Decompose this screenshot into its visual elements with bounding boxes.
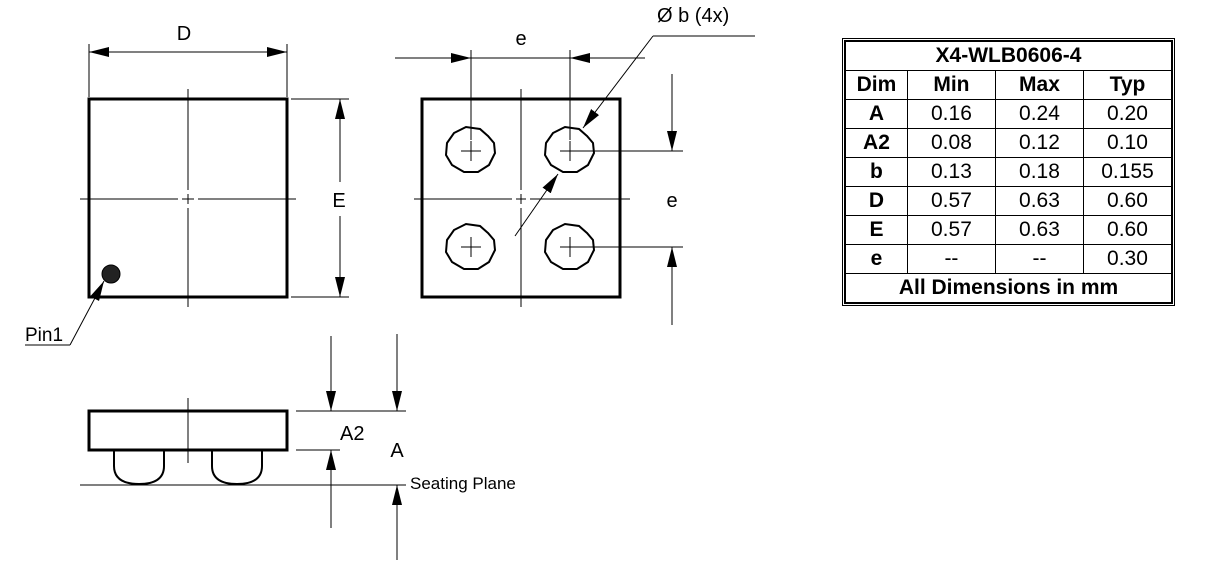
max-cell: 0.24: [994, 99, 1084, 129]
side-solder-ball: [211, 451, 263, 486]
side-view: Seating Plane A2 A: [80, 334, 516, 560]
pitch-label-right: e: [666, 190, 677, 212]
table-row: E 0.57 0.63 0.60: [845, 215, 1173, 245]
max-cell: 0.63: [994, 215, 1084, 245]
dimension-table: X4-WLB0606-4 Dim Min Max Typ A 0.16 0.24…: [842, 38, 1175, 306]
typ-cell: 0.20: [1082, 99, 1173, 129]
dim-cell: b: [845, 157, 908, 187]
seating-plane-label: Seating Plane: [410, 474, 516, 493]
a-label: A: [390, 440, 404, 462]
ball-diameter-label: Ø b (4x): [657, 5, 729, 27]
max-cell: --: [994, 244, 1084, 274]
min-cell: 0.57: [906, 215, 996, 245]
table-footer-row: All Dimensions in mm: [845, 273, 1172, 303]
typ-cell: 0.10: [1082, 128, 1173, 158]
typ-cell: 0.155: [1082, 157, 1173, 187]
max-cell: 0.63: [994, 186, 1084, 216]
table-footer: All Dimensions in mm: [845, 273, 1172, 303]
side-solder-ball: [113, 451, 165, 486]
solder-ball: [543, 222, 596, 270]
solder-ball: [444, 125, 497, 173]
dim-cell: A: [845, 99, 908, 129]
max-cell: 0.12: [994, 128, 1084, 158]
typ-cell: 0.60: [1082, 186, 1173, 216]
dim-cell: D: [845, 186, 908, 216]
min-cell: 0.16: [906, 99, 996, 129]
min-cell: --: [906, 244, 996, 274]
dim-cell: A2: [845, 128, 908, 158]
bottom-view: e e Ø b (4x): [395, 5, 755, 325]
solder-ball: [444, 222, 497, 270]
dim-cell: E: [845, 215, 908, 245]
table-row: b 0.13 0.18 0.155: [845, 157, 1173, 187]
top-view: D E Pin1: [25, 23, 349, 346]
solder-ball: [543, 125, 596, 173]
a2-label: A2: [340, 423, 364, 445]
dim-cell: e: [845, 244, 908, 274]
column-header: Dim: [845, 70, 908, 100]
pin1-label: Pin1: [25, 325, 63, 346]
ball-diameter-leader: [582, 35, 654, 129]
table-title: X4-WLB0606-4: [845, 41, 1172, 71]
min-cell: 0.57: [906, 186, 996, 216]
table-row: e -- -- 0.30: [845, 244, 1173, 274]
column-header: Typ: [1082, 70, 1173, 100]
table-row: A2 0.08 0.12 0.10: [845, 128, 1173, 158]
pitch-label-top: e: [515, 28, 526, 50]
table-row: D 0.57 0.63 0.60: [845, 186, 1173, 216]
column-header: Min: [906, 70, 996, 100]
e-label: E: [332, 190, 345, 212]
pin1-marker: [101, 264, 121, 284]
min-cell: 0.13: [906, 157, 996, 187]
column-header: Max: [994, 70, 1084, 100]
typ-cell: 0.30: [1082, 244, 1173, 274]
min-cell: 0.08: [906, 128, 996, 158]
table-row: A 0.16 0.24 0.20: [845, 99, 1173, 129]
max-cell: 0.18: [994, 157, 1084, 187]
typ-cell: 0.60: [1082, 215, 1173, 245]
table-header-row: Dim Min Max Typ: [845, 70, 1173, 100]
d-label: D: [177, 23, 191, 45]
